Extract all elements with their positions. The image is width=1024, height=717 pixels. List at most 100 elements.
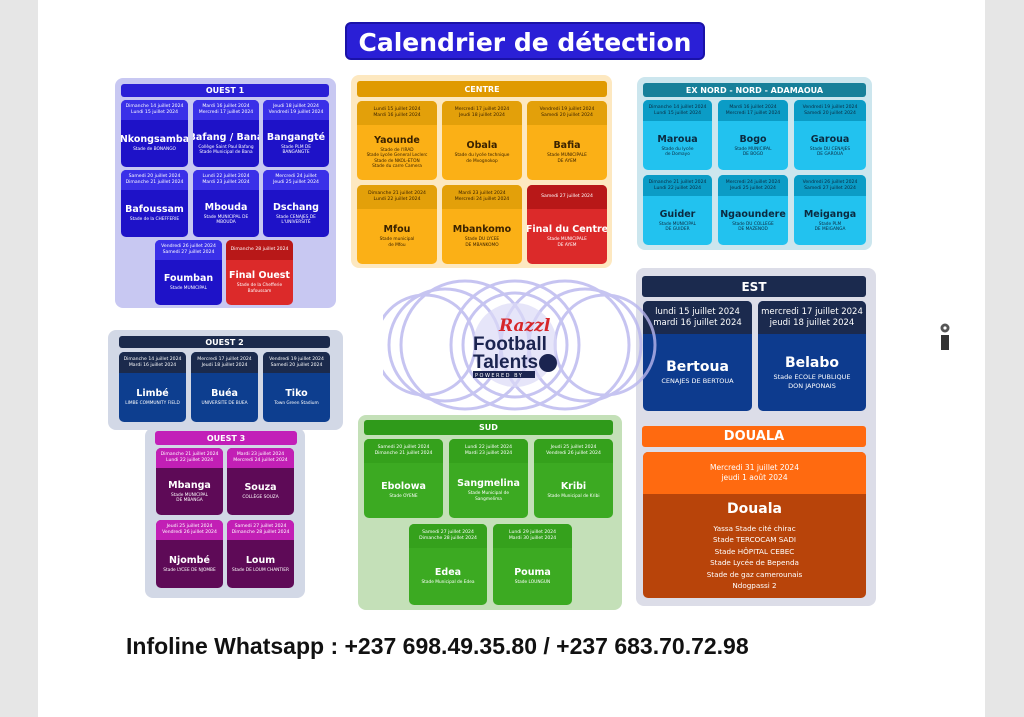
date-line: Dimanche 21 juillet 2024: [368, 190, 426, 196]
region-header: OUEST 1: [121, 84, 329, 97]
football-icon: [539, 354, 557, 372]
city-name: Souza: [244, 482, 277, 494]
venue-line: de Mfou: [388, 242, 406, 248]
venue-line: DE AYEM: [557, 158, 577, 164]
date-line: Jeudi 18 juillet 2024: [273, 104, 319, 110]
date-line: Mardi 30 juillet 2024: [508, 536, 557, 542]
region-header: CENTRE: [357, 81, 607, 97]
logo-line1: Football: [473, 334, 547, 355]
date-line: Jeudi 18 juillet 2024: [201, 362, 248, 368]
sponsor-side-logo: [940, 323, 950, 350]
city-name: Ngaoundere: [720, 208, 786, 220]
city-name: Dschang: [273, 201, 319, 213]
venue-line: Stade Municipal de: [468, 491, 509, 497]
date-line: Dimanche 28 juillet 2024: [231, 530, 290, 536]
date-line: Samedi 20 juillet 2024: [270, 362, 323, 368]
venue-line: UNIVERSITE DE BUEA: [201, 401, 248, 407]
date-line: Mardi 23 juillet 2024: [464, 450, 513, 456]
venue-line: Stade TERCOCAM SADI: [713, 535, 796, 545]
venue-line: Bafoussam: [247, 288, 272, 294]
date-line: Dimanche 28 juillet 2024: [230, 246, 289, 252]
venue-line: DON JAPONAIS: [788, 381, 836, 390]
venue-line: Stade MUNICIPAL: [170, 492, 209, 498]
date-line: Dimanche 21 juillet 2024: [125, 180, 184, 186]
date-line: mercredi 17 juillet 2024: [761, 306, 863, 317]
city-name: Edea: [434, 567, 462, 579]
date-line: Dimanche 14 juillet 2024: [125, 104, 184, 110]
date-line: Vendredi 19 juillet 2024: [539, 106, 595, 112]
venue-line: Stade PLM: [818, 221, 842, 227]
venue-line: DE MBANKOMO: [465, 242, 499, 248]
date-line: Lundi 15 juillet 2024: [373, 106, 421, 112]
date-line: Vendredi 19 juillet 2024: [802, 104, 858, 110]
date-line: Lundi 22 juillet 2024: [165, 458, 214, 464]
date-line: Jeudi 18 juillet 2024: [459, 112, 505, 118]
venue-line: Yassa Stade cité chirac: [713, 523, 796, 533]
venue-line: Sangmelima: [475, 496, 502, 502]
date-line: jeudi 1 août 2024: [721, 473, 788, 483]
city-name: Bangangté: [266, 131, 326, 143]
venue-line: MBOUDA: [216, 220, 236, 226]
date-line: Samedi 20 juillet 2024: [541, 112, 593, 118]
region-header: DOUALA: [642, 426, 866, 447]
city-name: Mfou: [383, 224, 411, 236]
date-line: Samedi 20 juillet 2024: [377, 444, 430, 450]
date-line: Jeudi 25 juillet 2024: [730, 185, 776, 191]
city-name: Final du Centre: [527, 224, 607, 236]
date-line: Lundi 15 juillet 2024: [130, 110, 179, 116]
date-line: Mardi 23 juillet 2024: [202, 180, 250, 186]
venue-line: Stade de gaz camerounais: [706, 569, 803, 579]
venue-line: Stade HÔPITAL CEBEC: [714, 546, 795, 556]
city-name: Pouma: [514, 567, 551, 579]
venue-line: de Mvognokop: [466, 158, 498, 164]
city-name: Bafoussam: [125, 204, 184, 216]
date-line: Jeudi 25 juillet 2024: [273, 180, 319, 186]
razzl-football-talents-logo: Razzl Football Talents POWERED BY: [383, 279, 657, 411]
city-name: Guider: [659, 208, 696, 220]
date-line: Mardi 16 juillet 2024: [202, 104, 250, 110]
venue-line: Stade Municipal de Bana: [199, 150, 253, 156]
city-name: Bertoua: [666, 359, 729, 375]
venue-line: LIMBE COMMUNITY FIELD: [125, 401, 180, 407]
date-line: Dimanche 28 juillet 2024: [419, 536, 477, 542]
infoline-whatsapp: Infoline Whatsapp : +237 698.49.35.80 / …: [126, 633, 749, 659]
date-line: Lundi 22 juillet 2024: [464, 444, 513, 450]
date-line: Mercredi 24 juillet 2024: [454, 196, 510, 202]
date-line: Jeudi 25 juillet 2024: [550, 444, 597, 450]
date-line: Dimanche 21 juillet 2024: [374, 450, 433, 456]
